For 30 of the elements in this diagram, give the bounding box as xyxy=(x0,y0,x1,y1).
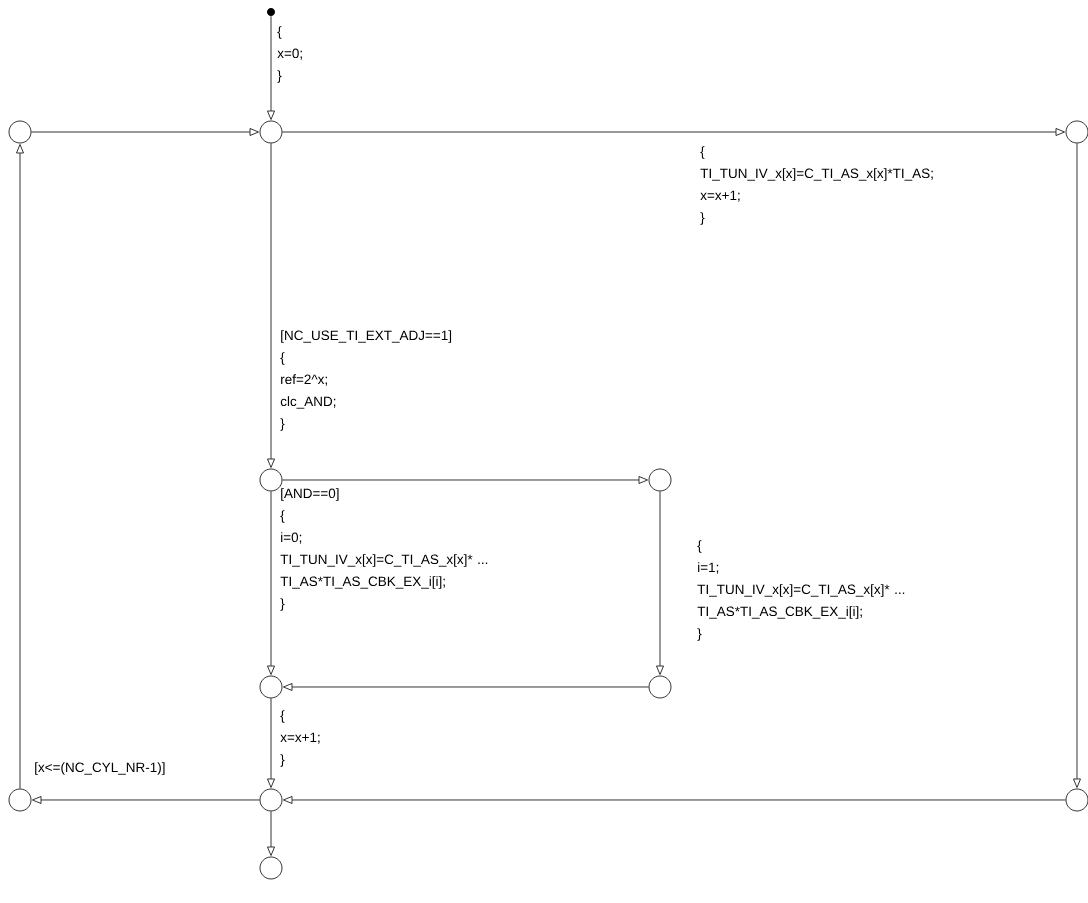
transition-label: { TI_TUN_IV_x[x]=C_TI_AS_x[x]*TI_AS; x=x+1; } xyxy=(700,146,933,225)
transition-arrow xyxy=(267,491,275,675)
transition-arrow xyxy=(31,128,259,136)
transition-arrow xyxy=(282,476,648,484)
transition-label: [AND==0] { i=0; TI_TUN_IV_x[x]=C_TI_AS_x[x]* ... TI_AS*TI_AS_CBK_EX_i[i]; } xyxy=(280,488,488,611)
transition-arrow xyxy=(267,15,275,120)
transition-arrow xyxy=(1073,143,1081,788)
transition-arrow xyxy=(267,698,275,788)
transition-arrow xyxy=(267,811,275,856)
transition-label: [x<=(NC_CYL_NR-1)] xyxy=(35,762,165,775)
junction-circle xyxy=(259,468,283,492)
junction-circle xyxy=(259,675,283,699)
junction-circle xyxy=(259,788,283,812)
transition-arrow xyxy=(32,796,260,804)
junction-circle xyxy=(8,120,32,144)
junction-circle xyxy=(259,120,283,144)
junction-circle xyxy=(648,675,672,699)
transition-arrow xyxy=(267,143,275,468)
junction-circle xyxy=(648,468,672,492)
transition-arrow xyxy=(656,491,664,675)
transition-label: { i=1; TI_TUN_IV_x[x]=C_TI_AS_x[x]* ... TI_AS*TI_AS_CBK_EX_i[i]; } xyxy=(697,540,905,641)
transition-label: { x=0; } xyxy=(277,26,302,83)
transition-arrow xyxy=(283,683,649,691)
transition-label: [NC_USE_TI_EXT_ADJ==1] { ref=2^x; clc_AND; } xyxy=(280,330,452,431)
transition-label: { x=x+1; } xyxy=(280,710,320,767)
transition-arrow xyxy=(283,796,1066,804)
transition-arrow xyxy=(16,144,24,789)
transition-arrow xyxy=(282,128,1065,136)
junction-circle xyxy=(8,788,32,812)
junction-circle xyxy=(259,856,283,880)
